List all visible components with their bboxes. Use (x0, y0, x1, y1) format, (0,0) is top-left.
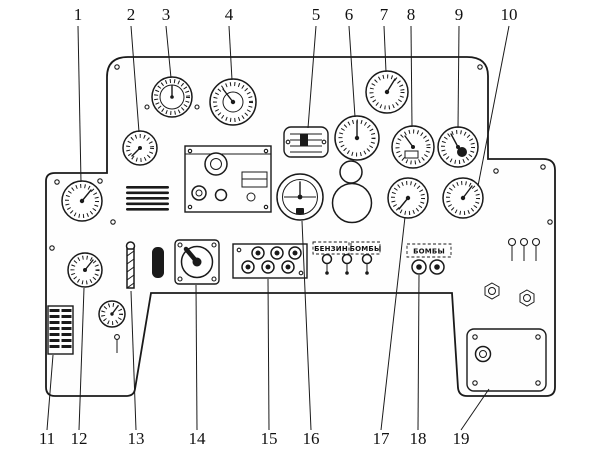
leader-line-17 (380, 216, 406, 431)
radio-control-box (184, 145, 272, 213)
leader-line-16 (301, 220, 312, 431)
callout-8: 8 (407, 5, 416, 24)
label-bombs-buttons: БОМБЫ (413, 248, 445, 256)
blank-hole-large (331, 182, 373, 224)
callout-4: 4 (225, 5, 234, 24)
toggle-switch (341, 253, 353, 275)
leader-line-10 (477, 25, 510, 187)
callout-9: 9 (455, 5, 464, 24)
callout-11: 11 (39, 429, 55, 448)
bolt-screws (507, 237, 541, 261)
leader-line-13 (130, 290, 137, 431)
leader-line-7 (383, 25, 387, 73)
leader-line-6 (348, 25, 356, 118)
label-bombs-toggles: БОМБЫ (350, 245, 382, 253)
gauge-small-13 (98, 300, 126, 328)
callout-18: 18 (410, 429, 427, 448)
blank-hole-small (339, 160, 363, 184)
access-plate-19 (466, 328, 547, 392)
leader-line-12 (78, 287, 85, 431)
leader-line-3 (165, 25, 172, 79)
leader-lines (46, 25, 510, 431)
gauge-3 (151, 76, 193, 118)
leader-line-14 (195, 284, 198, 431)
hex-nuts (484, 282, 535, 307)
gyro-gauge-16 (276, 173, 324, 221)
leader-line-2 (130, 25, 140, 133)
gauge-10 (442, 177, 484, 219)
gauge-8 (391, 125, 435, 169)
leader-line-9 (457, 25, 460, 129)
callout-13: 13 (128, 429, 145, 448)
gauge-1 (61, 180, 103, 222)
gauge-12 (67, 252, 103, 288)
safety-pin (114, 334, 120, 353)
leader-line-11 (46, 354, 54, 431)
callout-3: 3 (162, 5, 171, 24)
panel-outline (45, 56, 556, 397)
callout-16: 16 (303, 429, 320, 448)
leader-line-15 (267, 278, 270, 431)
callout-10: 10 (501, 5, 518, 24)
callout-6: 6 (345, 5, 354, 24)
leader-line-18 (417, 274, 420, 431)
gauge-7 (365, 70, 409, 114)
callout-14: 14 (189, 429, 207, 448)
placard-11 (47, 305, 74, 355)
gauge-4 (209, 78, 257, 126)
callout-15: 15 (261, 429, 278, 448)
gauge-17 (387, 177, 429, 219)
fuel-bomb-toggle-switches: БЕНЗИН БОМБЫ (312, 241, 382, 275)
callout-5: 5 (312, 5, 321, 24)
leader-line-4 (228, 25, 233, 81)
gauge-6 (334, 115, 380, 161)
switch-panel-15 (232, 243, 308, 279)
leader-line-19 (460, 388, 490, 431)
magneto-switch-14 (174, 239, 220, 285)
callout-numbers: 1 2 3 4 5 6 7 8 9 10 11 12 13 14 15 16 1… (39, 5, 518, 448)
callout-19: 19 (453, 429, 470, 448)
leader-line-8 (410, 25, 413, 128)
rivet-holes (49, 64, 553, 251)
callout-1: 1 (74, 5, 83, 24)
callout-7: 7 (380, 5, 389, 24)
instrument-5 (283, 126, 329, 158)
label-fuel: БЕНЗИН (314, 245, 348, 253)
toggle-switch (361, 253, 373, 275)
lever-13 (125, 241, 164, 289)
bomb-buttons-18: БОМБЫ (406, 243, 452, 275)
toggle-switch (321, 253, 333, 275)
gauge-9 (437, 126, 479, 168)
leader-line-5 (307, 25, 317, 129)
leader-line-1 (77, 25, 82, 183)
louver-vent (126, 186, 169, 211)
gauge-2 (122, 130, 158, 166)
callout-2: 2 (127, 5, 136, 24)
callout-12: 12 (71, 429, 88, 448)
callout-17: 17 (373, 429, 391, 448)
